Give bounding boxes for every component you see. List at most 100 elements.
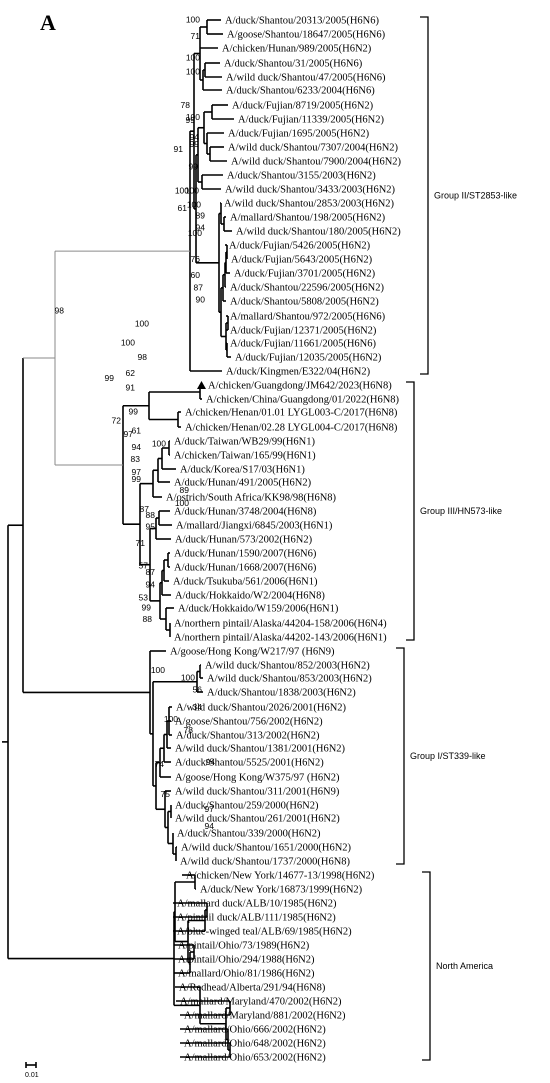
bootstrap-value: 100 [151,665,165,675]
leaf-label: A/duck/Fujian/5426/2005(H6N2) [229,241,371,252]
bootstrap-value: 94 [190,132,200,142]
bootstrap-value: 87 [146,567,156,577]
leaf-label: A/chicken/Taiwan/165/99(H6N1) [174,451,316,462]
bootstrap-value: 98 [55,306,65,316]
bootstrap-value: 100 [185,186,199,196]
leaf-label: A/chicken/Hunan/989/2005(H6N2) [222,44,372,55]
leaf-label: A/mallard/Shantou/972/2005(H6N6) [230,312,386,323]
bootstrap-value: 88 [146,510,156,520]
bootstrap-value: 78 [184,725,194,735]
bootstrap-value: 61 [132,426,142,436]
leaf-label: A/duck/Shantou/3155/2003(H6N2) [227,171,376,182]
leaf-label: A/duck/Fujian/5643/2005(H6N2) [231,255,373,266]
bootstrap-value: 72 [112,415,122,425]
bootstrap-value: 53 [139,592,149,602]
bootstrap-value: 99 [142,603,152,613]
bootstrap-value: 57 [139,560,149,570]
leaf-label: A/pintail duck/ALB/111/1985(H6N2) [177,913,336,924]
bootstrap-value: 97 [124,429,134,439]
leaf-label: A/mallard/Ohio/653/2002(H6N2) [184,1053,326,1064]
bootstrap-value: 100 [175,186,189,196]
scale-bar-label: 0.01 [25,1072,39,1079]
leaf-label: A/duck/Fujian/11661/2005(H6N6) [230,339,377,350]
query-marker [197,381,206,389]
bootstrap-value: 99 [189,161,199,171]
leaf-label: A/chicken/New York/14677-13/1998(H6N2) [186,871,375,882]
leaf-label: A/northern pintail/Alaska/44204-158/2006… [174,619,387,630]
bootstrap-value: 100 [186,15,200,25]
leaf-label: A/duck/Shantou/20313/2005(H6N6) [225,16,379,27]
bootstrap-value: 87 [194,282,204,292]
bootstrap-value: 100 [164,714,178,724]
bootstrap-value: 100 [152,439,166,449]
leaf-label: A/wild duck/Shantou/1381/2001(H6N2) [175,744,346,755]
bootstrap-value: 87 [140,504,150,514]
clade-label: Group I/ST339-like [410,751,486,761]
bootstrap-value: 100 [175,498,189,508]
clade-bracket [420,16,429,375]
tree-branches [2,19,234,1058]
leaf-label: A/mallard/Shantou/198/2005(H6N2) [230,213,386,224]
leaf-label: A/duck/Fujian/12035/2005(H6N2) [235,353,382,364]
leaf-label: A/wild duck/Shantou/1651/2000(H6N2) [181,843,352,854]
bootstrap-value: 95 [146,521,156,531]
leaf-label: A/mallard/Ohio/648/2002(H6N2) [184,1039,326,1050]
leaf-label: A/duck/Tsukuba/561/2006(H6N1) [173,577,318,588]
leaf-label: A/pintail/Ohio/294/1988(H6N2) [178,955,315,966]
bootstrap-value: 98 [138,352,148,362]
leaf-label: A/chicken/Guangdong/JM642/2023(H6N8) [208,381,392,392]
leaf-label: A/mallard/Maryland/881/2002(H6N2) [184,1011,346,1022]
query-strain-triangle-icon [197,381,206,389]
bootstrap-value: 83 [131,454,141,464]
bootstrap-value: 94 [132,442,142,452]
leaf-label: A/duck/Shantou/31/2005(H6N6) [224,59,363,70]
bootstrap-value: 100 [135,319,149,329]
bootstrap-value: 97 [205,804,215,814]
leaf-label: A/duck/Shantou/313/2002(H6N2) [176,731,320,742]
leaf-label: A/duck/Shantou/6233/2004(H6N6) [226,86,375,97]
bootstrap-value: 74 [155,759,165,769]
leaf-label: A/wild duck/Shantou/7900/2004(H6N2) [231,157,402,168]
bootstrap-value: 90 [196,294,206,304]
clade-label: Group II/ST2853-like [434,191,517,201]
bootstrap-value: 89 [196,211,206,221]
leaf-label: A/wild duck/Shantou/261/2001(H6N2) [175,814,340,825]
leaf-label: A/Redhead/Alberta/291/94(H6N8) [179,983,326,994]
clade-label: North America [436,961,493,971]
bootstrap-value: 100 [187,199,201,209]
leaf-label: A/chicken/China/Guangdong/01/2022(H6N8) [206,395,400,406]
bootstrap-value: 94 [205,821,215,831]
leaf-label: A/ostrich/South Africa/KK98/98(H6N8) [166,493,337,504]
leaf-label: A/duck/Shantou/339/2000(H6N2) [177,829,321,840]
bootstrap-value: 62 [126,368,136,378]
bootstrap-value: 34 [193,702,203,712]
leaf-label: A/duck/Shantou/5525/2001(H6N2) [175,758,324,769]
leaf-label: A/duck/Fujian/1695/2005(H6N2) [228,129,370,140]
leaf-label: A/duck/Hunan/573/2002(H6N2) [175,535,313,546]
leaf-label: A/wild duck/Shantou/853/2003(H6N2) [207,674,372,685]
bootstrap-value: 97 [132,467,142,477]
clade-bracket [396,647,405,865]
leaf-label: A/wild duck/Shantou/852/2003(H6N2) [205,661,370,672]
leaf-label: A/wild duck/Shantou/2026/2001(H6N2) [176,703,347,714]
leaf-label: A/duck/Shantou/5808/2005(H6N2) [230,297,379,308]
leaf-label: A/wild duck/Shantou/2853/2003(H6N2) [224,199,395,210]
leaf-label: A/duck/Fujian/3701/2005(H6N2) [234,269,376,280]
leaf-label: A/wild duck/Shantou/311/2001(H6N9) [175,787,340,798]
leaf-label: A/duck/Fujian/11339/2005(H6N2) [238,115,385,126]
bootstrap-value: 75 [161,789,171,799]
bootstrap-value: 76 [191,254,201,264]
leaf-label: A/duck/Hunan/1668/2007(H6N6) [174,563,317,574]
leaf-label: A/mallard/Ohio/666/2002(H6N2) [184,1025,326,1036]
leaf-label: A/chicken/Henan/02.28 LYGL004-C/2017(H6N… [185,423,398,434]
bootstrap-value: 99 [132,474,142,484]
leaf-label: A/pintail/Ohio/73/1989(H6N2) [178,941,310,952]
leaf-label: A/goose/Shantou/18647/2005(H6N6) [227,30,386,41]
bootstrap-value: 100 [186,112,200,122]
leaf-label: A/duck/New York/16873/1999(H6N2) [200,885,363,896]
bootstrap-value: 61 [178,203,188,213]
leaf-label: A/chicken/Henan/01.01 LYGL003-C/2017(H6N… [185,408,398,419]
leaf-label: A/duck/Hunan/3748/2004(H6N8) [174,507,317,518]
